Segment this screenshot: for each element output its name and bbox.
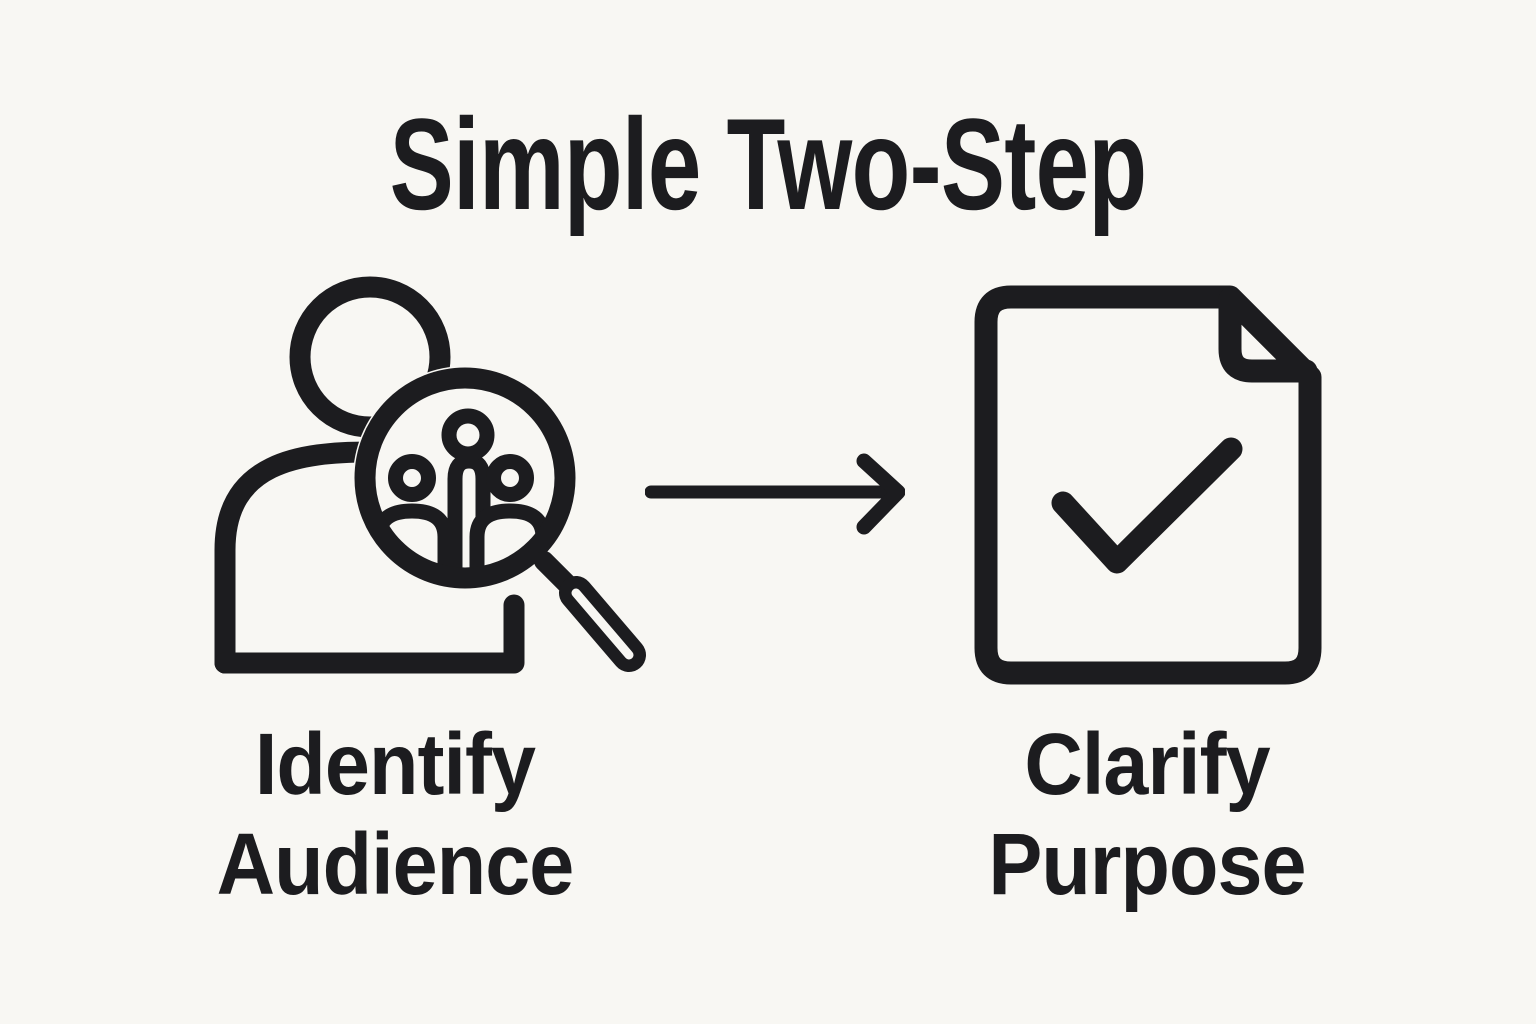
right-person-head — [486, 454, 534, 502]
step-label-line: Purpose — [988, 816, 1306, 913]
magnifier-ring — [354, 367, 576, 589]
check-mark — [1051, 437, 1243, 574]
step-label-line: Identify — [254, 716, 536, 813]
step-label-line: Audience — [216, 816, 575, 913]
left-person-head — [388, 454, 436, 502]
diagram-title: Simple Two-Step — [389, 91, 1148, 237]
document-outline — [974, 285, 1322, 685]
audience-magnifier-icon — [214, 276, 646, 674]
document-fold — [1218, 287, 1318, 383]
arrow-head — [856, 453, 905, 535]
magnifier-neck — [534, 551, 576, 593]
back-person-head — [441, 408, 495, 462]
step-label-identify-audience: Identify Audience — [139, 715, 651, 915]
right-arrow-icon — [645, 453, 905, 535]
person-shoulder-outline — [214, 441, 381, 674]
magnifier-handle-slot — [571, 588, 634, 660]
person-body-outline — [214, 594, 525, 674]
document-check-icon — [974, 285, 1322, 685]
step-label-clarify-purpose: Clarify Purpose — [891, 715, 1403, 915]
step-label-line: Clarify — [1024, 716, 1270, 813]
